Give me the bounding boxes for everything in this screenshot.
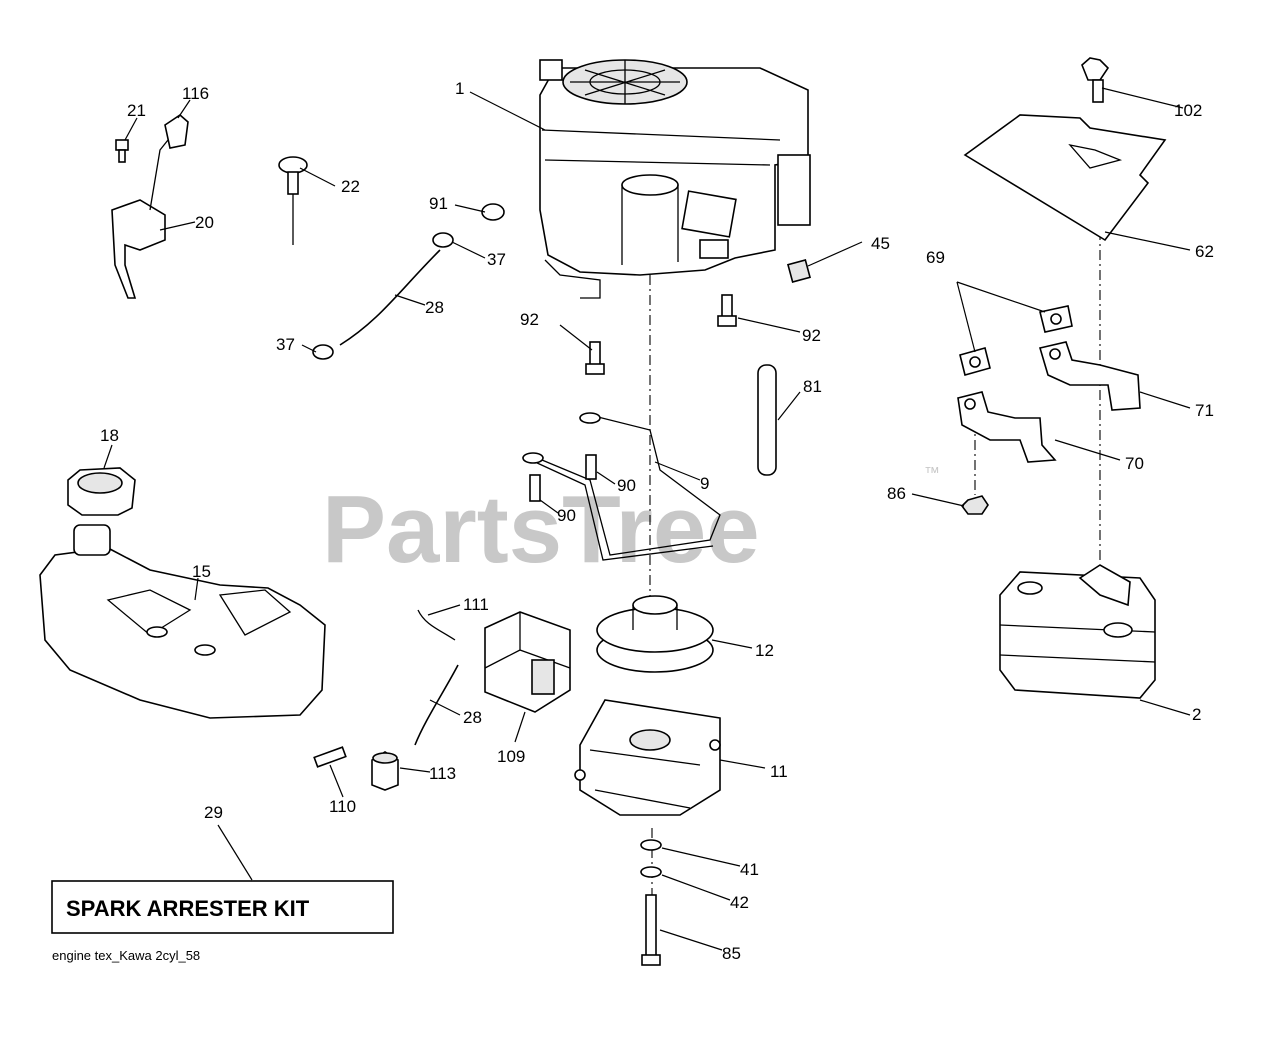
callout-69: 69	[926, 248, 945, 267]
part-110-connector[interactable]	[313, 746, 347, 768]
callout-9: 9	[700, 474, 709, 493]
callout-86: 86	[887, 484, 906, 503]
part-81-tube[interactable]	[757, 364, 777, 476]
leader-lines	[103, 87, 1191, 951]
bolt-90-lower[interactable]	[529, 474, 541, 502]
callout-70: 70	[1125, 454, 1144, 473]
part-102-knob[interactable]	[1081, 57, 1110, 103]
callout-71: 71	[1195, 401, 1214, 420]
callout-21: 21	[127, 101, 146, 120]
callout-92-right: 92	[802, 326, 821, 345]
callout-41: 41	[740, 860, 759, 879]
gasket-69-right[interactable]	[1039, 305, 1073, 333]
bolt-85[interactable]	[641, 894, 661, 966]
part-62-shield[interactable]	[963, 114, 1167, 242]
fuel-line-28-lower[interactable]	[414, 664, 459, 746]
callout-15: 15	[192, 562, 211, 581]
callout-42: 42	[730, 893, 749, 912]
clamp-91[interactable]	[481, 203, 505, 221]
callout-81: 81	[803, 377, 822, 396]
callout-62: 62	[1195, 242, 1214, 261]
callout-29: 29	[204, 803, 223, 822]
part-22-dipstick[interactable]	[278, 156, 308, 245]
part-113-shutoff[interactable]	[371, 751, 399, 791]
watermark-text: PartsTree	[322, 476, 760, 583]
kit-label: SPARK ARRESTER KIT	[66, 896, 310, 921]
callout-2: 2	[1192, 705, 1201, 724]
part-109-filter[interactable]	[484, 611, 571, 713]
part-45[interactable]	[786, 258, 812, 284]
part-70-exhaust-pipe[interactable]	[957, 391, 1057, 463]
clamp-37-lower[interactable]	[312, 344, 334, 360]
callout-111: 111	[463, 595, 489, 614]
callout-12: 12	[755, 641, 774, 660]
callout-109: 109	[497, 747, 525, 766]
washer-42[interactable]	[640, 866, 662, 878]
callout-45: 45	[871, 234, 890, 253]
engine-part[interactable]	[539, 59, 811, 299]
callout-22: 22	[341, 177, 360, 196]
part-9-bracket[interactable]	[522, 412, 721, 561]
callout-110: 110	[329, 797, 356, 816]
bolt-90-upper[interactable]	[585, 454, 597, 480]
bolt-92-left[interactable]	[585, 341, 605, 375]
callout-37-upper: 37	[487, 250, 506, 269]
nut-86[interactable]	[960, 495, 989, 515]
clamp-37-upper[interactable]	[432, 232, 454, 248]
callout-20: 20	[195, 213, 214, 232]
part-116-knob[interactable]	[164, 113, 189, 149]
callout-18: 18	[100, 426, 119, 445]
part-12-pulley[interactable]	[596, 595, 714, 673]
fuel-line-28-upper[interactable]	[339, 249, 441, 346]
part-2-muffler[interactable]	[999, 564, 1156, 699]
callout-102: 102	[1174, 101, 1202, 120]
fuel-line-111[interactable]	[417, 609, 456, 641]
callout-90-lower: 90	[557, 506, 576, 525]
part-71-exhaust-pipe[interactable]	[1038, 341, 1141, 411]
callout-28-upper: 28	[425, 298, 444, 317]
callout-28-lower: 28	[463, 708, 482, 727]
part-20-throttle-control[interactable]	[111, 139, 169, 299]
callout-37-lower: 37	[276, 335, 295, 354]
callout-113: 113	[429, 764, 456, 783]
callout-91: 91	[429, 194, 448, 213]
gasket-69-left[interactable]	[959, 347, 991, 376]
callout-92-left: 92	[520, 310, 539, 329]
part-11-clutch[interactable]	[574, 699, 721, 816]
bolt-92-right[interactable]	[717, 294, 737, 327]
kit-label-box	[51, 880, 394, 934]
washer-41[interactable]	[640, 839, 662, 851]
callout-90-upper: 90	[617, 476, 636, 495]
callout-85: 85	[722, 944, 741, 963]
callout-11: 11	[770, 762, 788, 781]
callout-1: 1	[455, 79, 464, 98]
part-21-screw[interactable]	[115, 139, 129, 163]
part-15-fuel-tank[interactable]	[39, 524, 326, 719]
part-18-fuel-cap[interactable]	[67, 467, 136, 516]
callout-116: 116	[182, 84, 209, 103]
watermark-trademark: ™	[924, 465, 940, 482]
footer-caption: engine tex_Kawa 2cyl_58	[52, 948, 200, 963]
